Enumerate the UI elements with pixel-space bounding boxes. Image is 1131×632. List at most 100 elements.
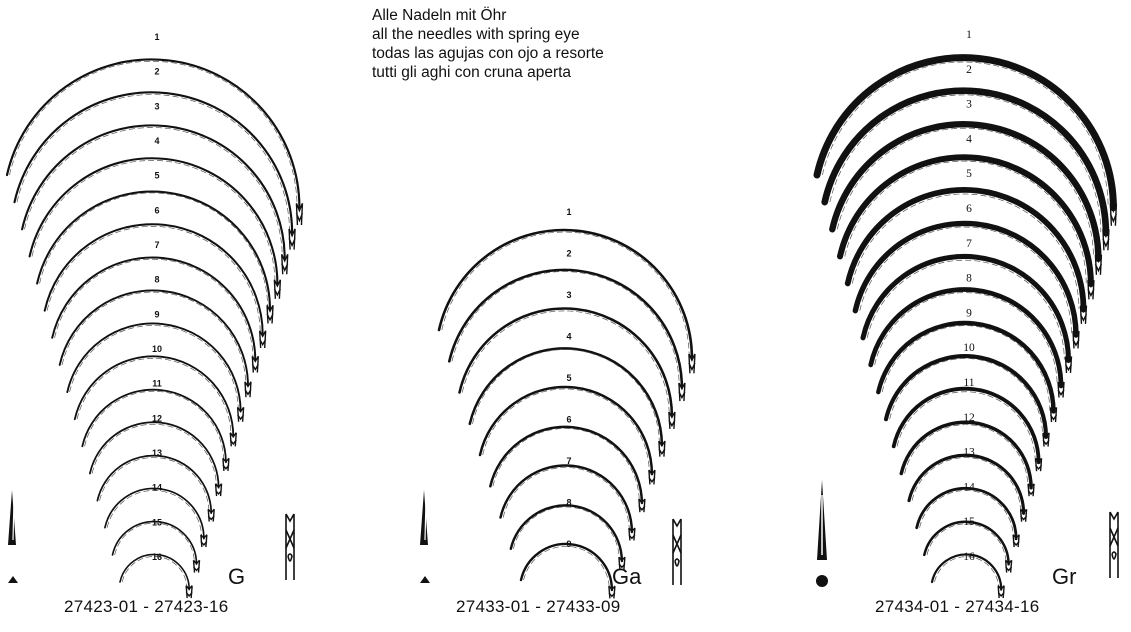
needle-eye-icon (207, 508, 215, 522)
article-range-ga: 27433-01 - 27433-09 (456, 597, 621, 616)
needle-edge-line (99, 457, 210, 513)
needle-eye-icon (251, 355, 260, 373)
needle-arc (5, 58, 301, 209)
needle-eye-icon (1004, 559, 1013, 573)
needle-edge-line (844, 160, 1087, 284)
needle-edge-line (69, 325, 239, 411)
needle-eye-icon (1049, 407, 1058, 423)
needle-arc (907, 453, 1026, 515)
needle-arc (468, 347, 664, 447)
needle-eye-icon (214, 483, 223, 497)
needle-arc (891, 386, 1041, 465)
needle-number: 6 (154, 205, 159, 215)
needle-edge-line (919, 490, 1014, 539)
needle-number: 12 (963, 412, 975, 424)
needle-edge-line (896, 391, 1036, 462)
needle-eye-icon (236, 406, 245, 422)
needle-number: 6 (966, 203, 972, 215)
series-label-ga: Ga (612, 564, 642, 589)
needle-edge-line (904, 424, 1029, 488)
needle-number: 7 (154, 240, 159, 250)
needle-number: 9 (566, 539, 571, 549)
needle-edge-line (84, 390, 225, 462)
needle-eye-icon (1079, 305, 1088, 324)
needle-eye-icon (229, 432, 237, 447)
needle-edge-line (836, 127, 1094, 258)
needle-edge-line (121, 556, 188, 590)
needle-number: 16 (152, 552, 162, 562)
needle-number: 5 (154, 171, 159, 181)
needle-eye-icon (288, 228, 296, 250)
needle-arc (21, 124, 286, 260)
needle-eye-icon (608, 585, 616, 599)
needle-arc (915, 486, 1018, 541)
needle-point-icon (420, 490, 428, 545)
round-dot-icon (816, 575, 828, 587)
needle-number: 4 (154, 136, 159, 146)
needle-arc (829, 121, 1102, 262)
needle-edge-line (61, 291, 247, 386)
needle-edge-line (9, 60, 298, 207)
needle-arc (51, 256, 257, 362)
triangle-icon (8, 576, 18, 583)
needle-eye-icon (1109, 203, 1118, 226)
article-range-g: 27423-01 - 27423-16 (64, 597, 229, 616)
needle-number: 13 (152, 448, 162, 458)
needle-eye-icon (244, 381, 252, 398)
needle-arc (28, 157, 279, 285)
needle-point-icon (8, 490, 16, 545)
needle-number: 1 (966, 29, 972, 41)
needle-number: 15 (963, 516, 975, 528)
needle-arc (66, 322, 242, 413)
needle-edge-line (451, 271, 680, 387)
needle-arc (876, 320, 1056, 414)
needle-edge-line (851, 193, 1080, 309)
needle-edge-line (874, 292, 1058, 386)
needle-number: 2 (154, 67, 159, 77)
needle-number: 1 (566, 207, 571, 217)
needle-edge-line (881, 325, 1051, 411)
needle-eye-icon (668, 411, 676, 429)
needle-eye-icon (281, 253, 289, 275)
needle-edge-line (889, 358, 1043, 437)
needle-eye-icon (1027, 483, 1035, 497)
needle-edge-line (859, 226, 1072, 335)
needle-arc (437, 228, 694, 360)
needle-eye-icon (628, 527, 636, 541)
needle-arc (899, 420, 1033, 490)
needle-number: 4 (566, 332, 571, 342)
needle-number: 3 (566, 290, 571, 300)
caption-german: Alle Nadeln mit Öhr (372, 7, 507, 24)
needle-arc (852, 220, 1079, 338)
needle-eye-icon (1072, 330, 1080, 349)
needle-number: 3 (154, 101, 159, 111)
needle-edge-line (472, 349, 660, 445)
needle-number: 10 (963, 342, 975, 354)
needle-eye-icon (658, 440, 666, 457)
needle-edge-line (441, 231, 690, 358)
needle-eye-icon (688, 353, 696, 374)
needle-arc (860, 253, 1072, 364)
needle-eye-icon (1034, 457, 1043, 472)
needle-eye-icon (648, 469, 656, 485)
needle-edge-line (461, 310, 670, 416)
needle-arc (509, 504, 624, 563)
needle-edge-line (39, 192, 269, 309)
needle-eye-icon (1042, 432, 1050, 447)
needle-eye-icon (1057, 381, 1065, 398)
needle-eye-icon (266, 304, 274, 324)
needle-number: 9 (154, 309, 159, 319)
needle-number: 6 (566, 415, 571, 425)
needle-edge-line (16, 94, 290, 233)
needle-arc (813, 54, 1117, 212)
needle-number: 2 (566, 249, 571, 259)
needle-arc (81, 388, 227, 464)
needle-number: 5 (966, 168, 972, 180)
needle-number: 15 (152, 517, 162, 527)
needle-description: Alle Nadeln mit Öhr all the needles with… (372, 6, 604, 82)
needle-number: 4 (966, 133, 972, 145)
needle-arc (96, 454, 213, 515)
needle-arc (821, 87, 1110, 237)
